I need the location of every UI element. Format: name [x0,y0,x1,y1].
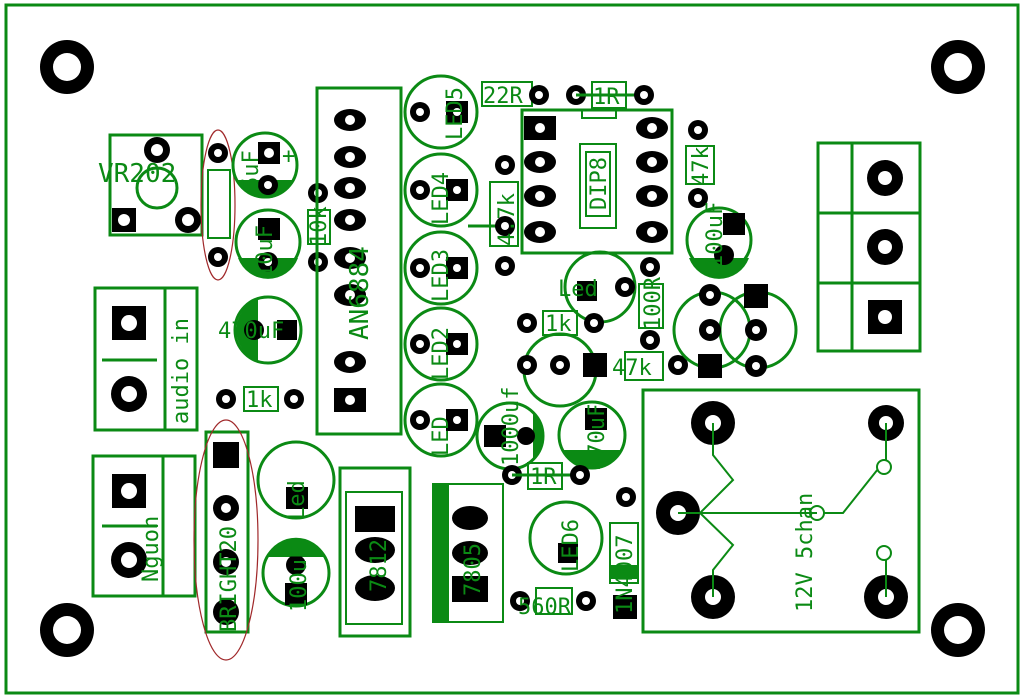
led6-label: LED6 [559,519,584,572]
capacitor-470uf-b: 470uF [557,400,627,470]
svg-text:+: + [282,144,295,169]
cap-1000uf-label: 1000uf [499,387,524,466]
mounting-hole-top-right [931,40,985,94]
audio-in-label: audio in [169,318,194,424]
capacitor-5uf: 5uF + [231,131,299,199]
res-10k-label: 10k [307,206,332,246]
resistor-100r: 100R [638,257,666,350]
resistor-1r-top: 1R [566,81,654,110]
header-bright20: BRIGHT20 [193,419,259,661]
cap-100uf-bottom-label: 100uF [287,546,312,612]
res-1k-b-label: 1k [246,388,273,413]
connector-audio-in: audio in [93,286,199,432]
capacitor-470uf: 470uF [218,295,303,365]
vr202-label: VR202 [98,159,176,189]
board-outline [4,3,1020,695]
resistor-560r: 560R [510,587,596,620]
res-1r-label: 1R [593,85,620,110]
led-3: LED3 [403,230,479,306]
res-1r-bottom-label: 1R [530,465,557,490]
resistor-22r: 22R [481,81,549,109]
resistor-highlighted [200,129,236,281]
potentiometer-vr202: VR202 [98,133,204,237]
nguon-label: Nguon [139,516,164,582]
an6884-label: AN6884 [345,246,375,340]
resistor-1r-bottom: 1R [502,462,590,490]
led-indicator-label: Led [285,480,310,520]
ic-dip8: DIP8 [520,108,674,255]
resistor-1k-b: 1k [216,386,304,413]
res-22r-label: 22R [483,84,523,109]
highlight-ellipse-top [200,129,236,281]
resistor-47k-right: 47k [685,120,715,208]
led1-label: LED [429,416,454,456]
regulator-7812: 7812 [338,466,412,638]
dip8-label: DIP8 [587,157,612,210]
led-small-label: Led [558,277,598,302]
cap-10uf-label: 10uF [253,225,278,278]
led-1: LED [403,382,479,458]
led-4: LED4 [403,152,479,228]
led-indicator: Led [256,440,336,520]
mounting-hole-bottom-right [931,603,985,657]
led-5: LED5 [403,74,479,150]
resistor-10k: 10k [307,183,332,272]
led-2: LED2 [403,306,479,382]
capacitor-1000uf: 1000uf [475,387,545,471]
connector-nguon: Nguon [91,454,197,598]
capacitor-100uf-right: 100uF [685,202,753,279]
ic-an6884: AN6884 [315,86,403,436]
relay-label: 12V 5chan [793,493,818,612]
cap-470uf-label: 470uF [218,319,284,344]
regulator-7805: 7805 [432,483,504,623]
res-100r-label: 100R [641,276,666,330]
resistor-47k-c: 47k [612,351,688,381]
bright20-label: BRIGHT20 [217,526,242,632]
diode-label: 1N4007 [613,535,638,614]
terminal-block-3pin [816,141,922,353]
diode-1n4007: 1N4007 [609,487,639,619]
led3-label: LED3 [429,249,454,302]
transistor-pair [672,284,798,378]
cap-5uf-label: 5uF [239,150,264,190]
res-4-7k-label: 4.7k [495,193,520,246]
capacitor-10uf: 10uF [234,208,302,279]
led-small: Led [558,250,637,324]
led-6: LED6 [528,500,604,576]
capacitor-100uf-bottom: 100uF [261,537,331,612]
led4-label: LED4 [429,172,454,225]
res-47k-c-label: 47k [612,356,652,381]
cap-470uf-b-label: 470uF [585,404,610,470]
res-560r-label: 560R [518,595,572,620]
res-47k-right-label: 47k [689,146,714,186]
highlight-ellipse-bottom [193,419,259,661]
reg-7812-label: 7812 [367,539,392,592]
resistor-4-7k: 4.7k [468,155,520,276]
mounting-hole-bottom-left [40,603,94,657]
led5-label: LED5 [443,87,468,140]
relay-12v: 12V 5chan [641,388,921,634]
cap-100uf-right-label: 100uF [703,202,728,268]
mounting-hole-top-left [40,40,94,94]
led2-label: LED2 [429,327,454,380]
transistor-left [517,332,607,408]
reg-7805-label: 7805 [461,543,486,596]
